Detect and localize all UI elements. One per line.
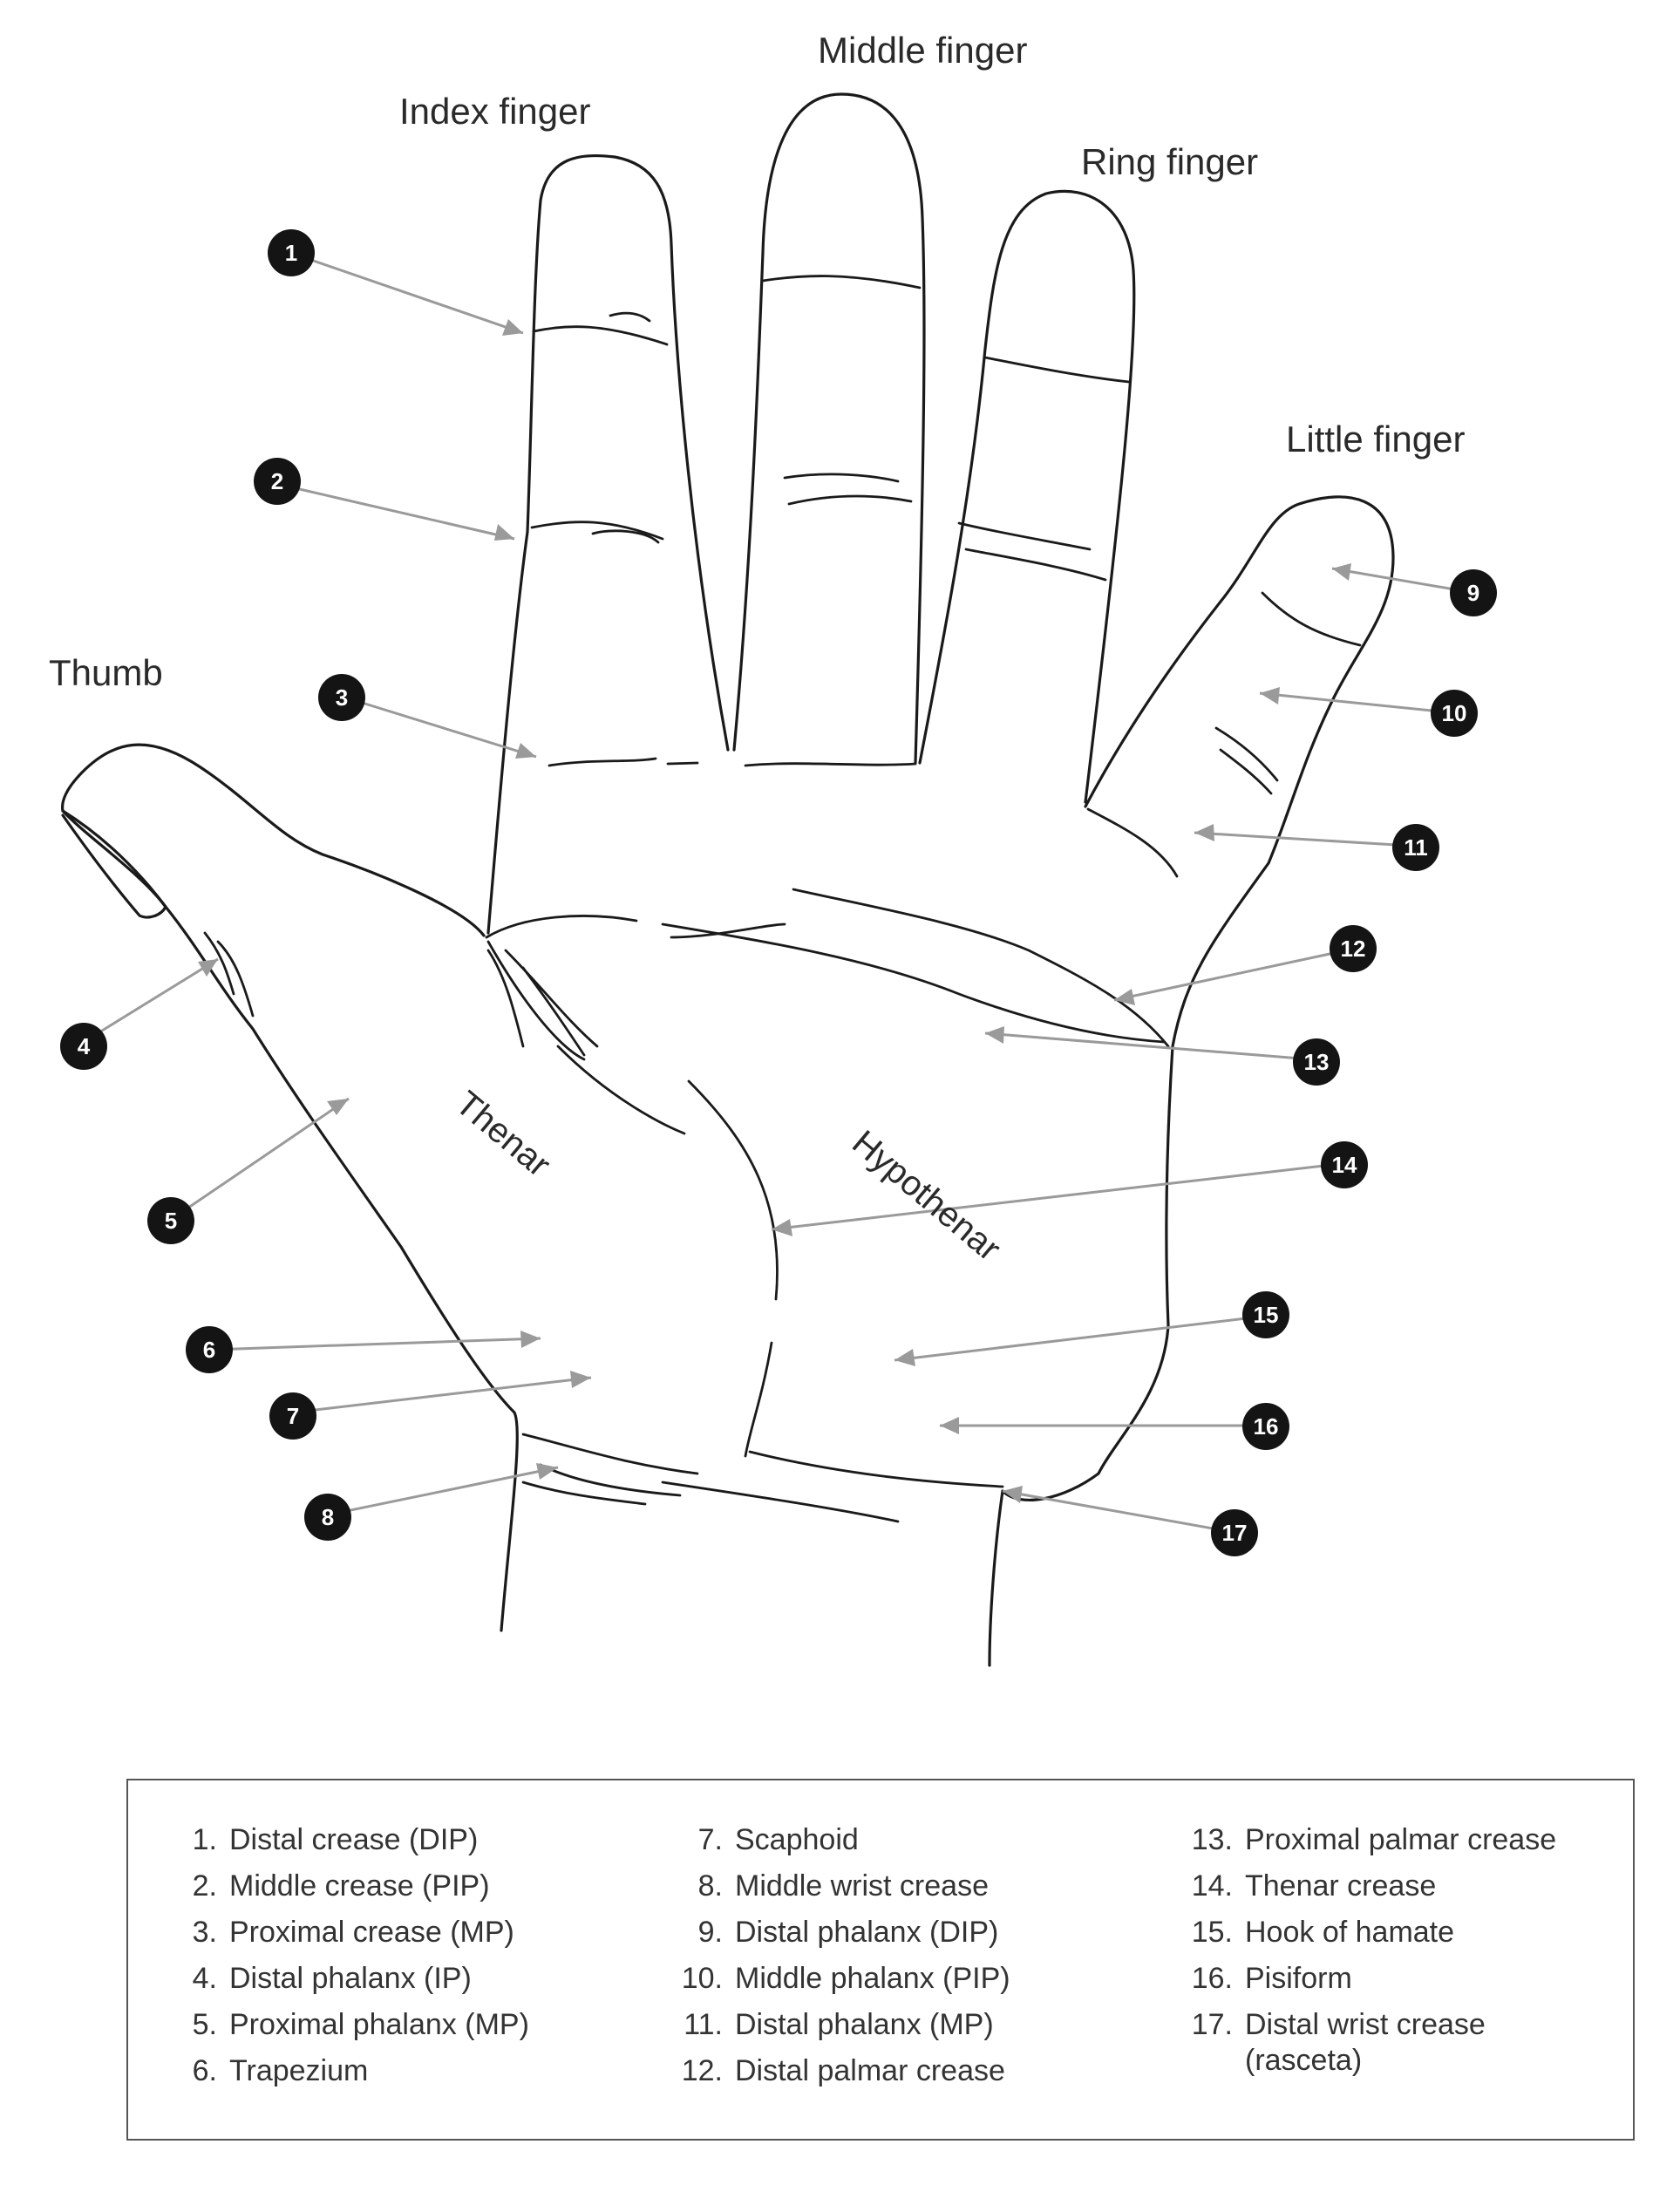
legend-item: 7.Scaphoid bbox=[697, 1823, 859, 1856]
marker-5: 5 bbox=[147, 1197, 194, 1244]
marker-2: 2 bbox=[254, 458, 301, 505]
markers: 1 2 3 4 5 6 7 8 9 10 11 12 13 14 15 16 1… bbox=[60, 229, 1497, 1556]
marker-13: 13 bbox=[1293, 1038, 1340, 1086]
legend-item: 10.Middle phalanx (PIP) bbox=[681, 1962, 1010, 1995]
legend-item: 13.Proximal palmar crease bbox=[1191, 1823, 1557, 1856]
marker-11: 11 bbox=[1392, 824, 1439, 871]
leader-lines bbox=[83, 254, 1466, 1533]
legend-item: 12.Distal palmar crease bbox=[681, 2054, 1005, 2087]
legend-item: 8.Middle wrist crease bbox=[697, 1869, 989, 1903]
marker-13-label: 13 bbox=[1304, 1049, 1330, 1075]
legend-item: 1.Distal crease (DIP) bbox=[192, 1823, 479, 1856]
marker-7-label: 7 bbox=[287, 1403, 299, 1429]
marker-3: 3 bbox=[318, 674, 365, 721]
marker-1-label: 1 bbox=[285, 240, 297, 266]
legend-column-1: 1.Distal crease (DIP) 2.Middle crease (P… bbox=[163, 1817, 529, 2094]
legend-item: 6.Trapezium bbox=[192, 2054, 369, 2087]
marker-4: 4 bbox=[60, 1023, 107, 1070]
marker-9: 9 bbox=[1450, 569, 1497, 616]
marker-10: 10 bbox=[1431, 690, 1478, 737]
marker-12: 12 bbox=[1330, 925, 1377, 972]
legend-item: 2.Middle crease (PIP) bbox=[192, 1869, 490, 1903]
marker-10-label: 10 bbox=[1442, 700, 1467, 726]
marker-7: 7 bbox=[269, 1392, 316, 1440]
marker-16-label: 16 bbox=[1254, 1413, 1279, 1440]
legend-item: 17.Distal wrist crease (rasceta) bbox=[1191, 2008, 1486, 2077]
label-middle-finger: Middle finger bbox=[818, 30, 1027, 71]
label-index-finger: Index finger bbox=[399, 91, 590, 132]
label-ring-finger: Ring finger bbox=[1081, 141, 1258, 182]
marker-4-label: 4 bbox=[78, 1033, 91, 1059]
label-thumb: Thumb bbox=[49, 652, 163, 693]
legend-item: 14.Thenar crease bbox=[1191, 1869, 1437, 1903]
marker-12-label: 12 bbox=[1341, 936, 1366, 962]
marker-17-label: 17 bbox=[1222, 1520, 1248, 1546]
marker-5-label: 5 bbox=[165, 1208, 177, 1234]
hand-creases bbox=[203, 275, 1362, 1523]
marker-9-label: 9 bbox=[1467, 580, 1479, 606]
marker-14: 14 bbox=[1321, 1141, 1368, 1188]
marker-6: 6 bbox=[186, 1326, 233, 1373]
legend-column-2: 7.Scaphoid 8.Middle wrist crease 9.Dista… bbox=[669, 1817, 1010, 2094]
marker-17: 17 bbox=[1211, 1509, 1258, 1556]
marker-16: 16 bbox=[1242, 1403, 1289, 1450]
legend-item: 4.Distal phalanx (IP) bbox=[192, 1962, 472, 1995]
label-thenar: Thenar bbox=[448, 1084, 557, 1184]
marker-3-label: 3 bbox=[336, 684, 348, 711]
marker-15-label: 15 bbox=[1254, 1302, 1279, 1328]
arrowheads bbox=[198, 319, 1351, 1503]
legend-item: 15.Hook of hamate bbox=[1191, 1916, 1455, 1949]
marker-14-label: 14 bbox=[1332, 1152, 1357, 1178]
legend-item: 9.Distal phalanx (DIP) bbox=[697, 1916, 999, 1949]
legend-item: 16.Pisiform bbox=[1191, 1962, 1352, 1995]
legend-item: 3.Proximal crease (MP) bbox=[192, 1916, 514, 1949]
marker-8-label: 8 bbox=[322, 1504, 334, 1530]
marker-15: 15 bbox=[1242, 1291, 1289, 1338]
hand-outline bbox=[60, 92, 1395, 1667]
marker-1: 1 bbox=[268, 229, 315, 276]
legend-column-3: 13.Proximal palmar crease 14.Thenar crea… bbox=[1179, 1817, 1556, 2079]
legend-box: 1.Distal crease (DIP) 2.Middle crease (P… bbox=[126, 1779, 1635, 2141]
marker-6-label: 6 bbox=[203, 1337, 215, 1363]
legend-item: 11.Distal phalanx (MP) bbox=[684, 2008, 994, 2041]
legend-item: 5.Proximal phalanx (MP) bbox=[192, 2008, 529, 2041]
marker-11-label: 11 bbox=[1404, 834, 1428, 861]
marker-8: 8 bbox=[304, 1494, 351, 1541]
label-hypothenar: Hypothenar bbox=[845, 1123, 1008, 1269]
label-little-finger: Little finger bbox=[1286, 419, 1465, 460]
marker-2-label: 2 bbox=[271, 468, 283, 494]
